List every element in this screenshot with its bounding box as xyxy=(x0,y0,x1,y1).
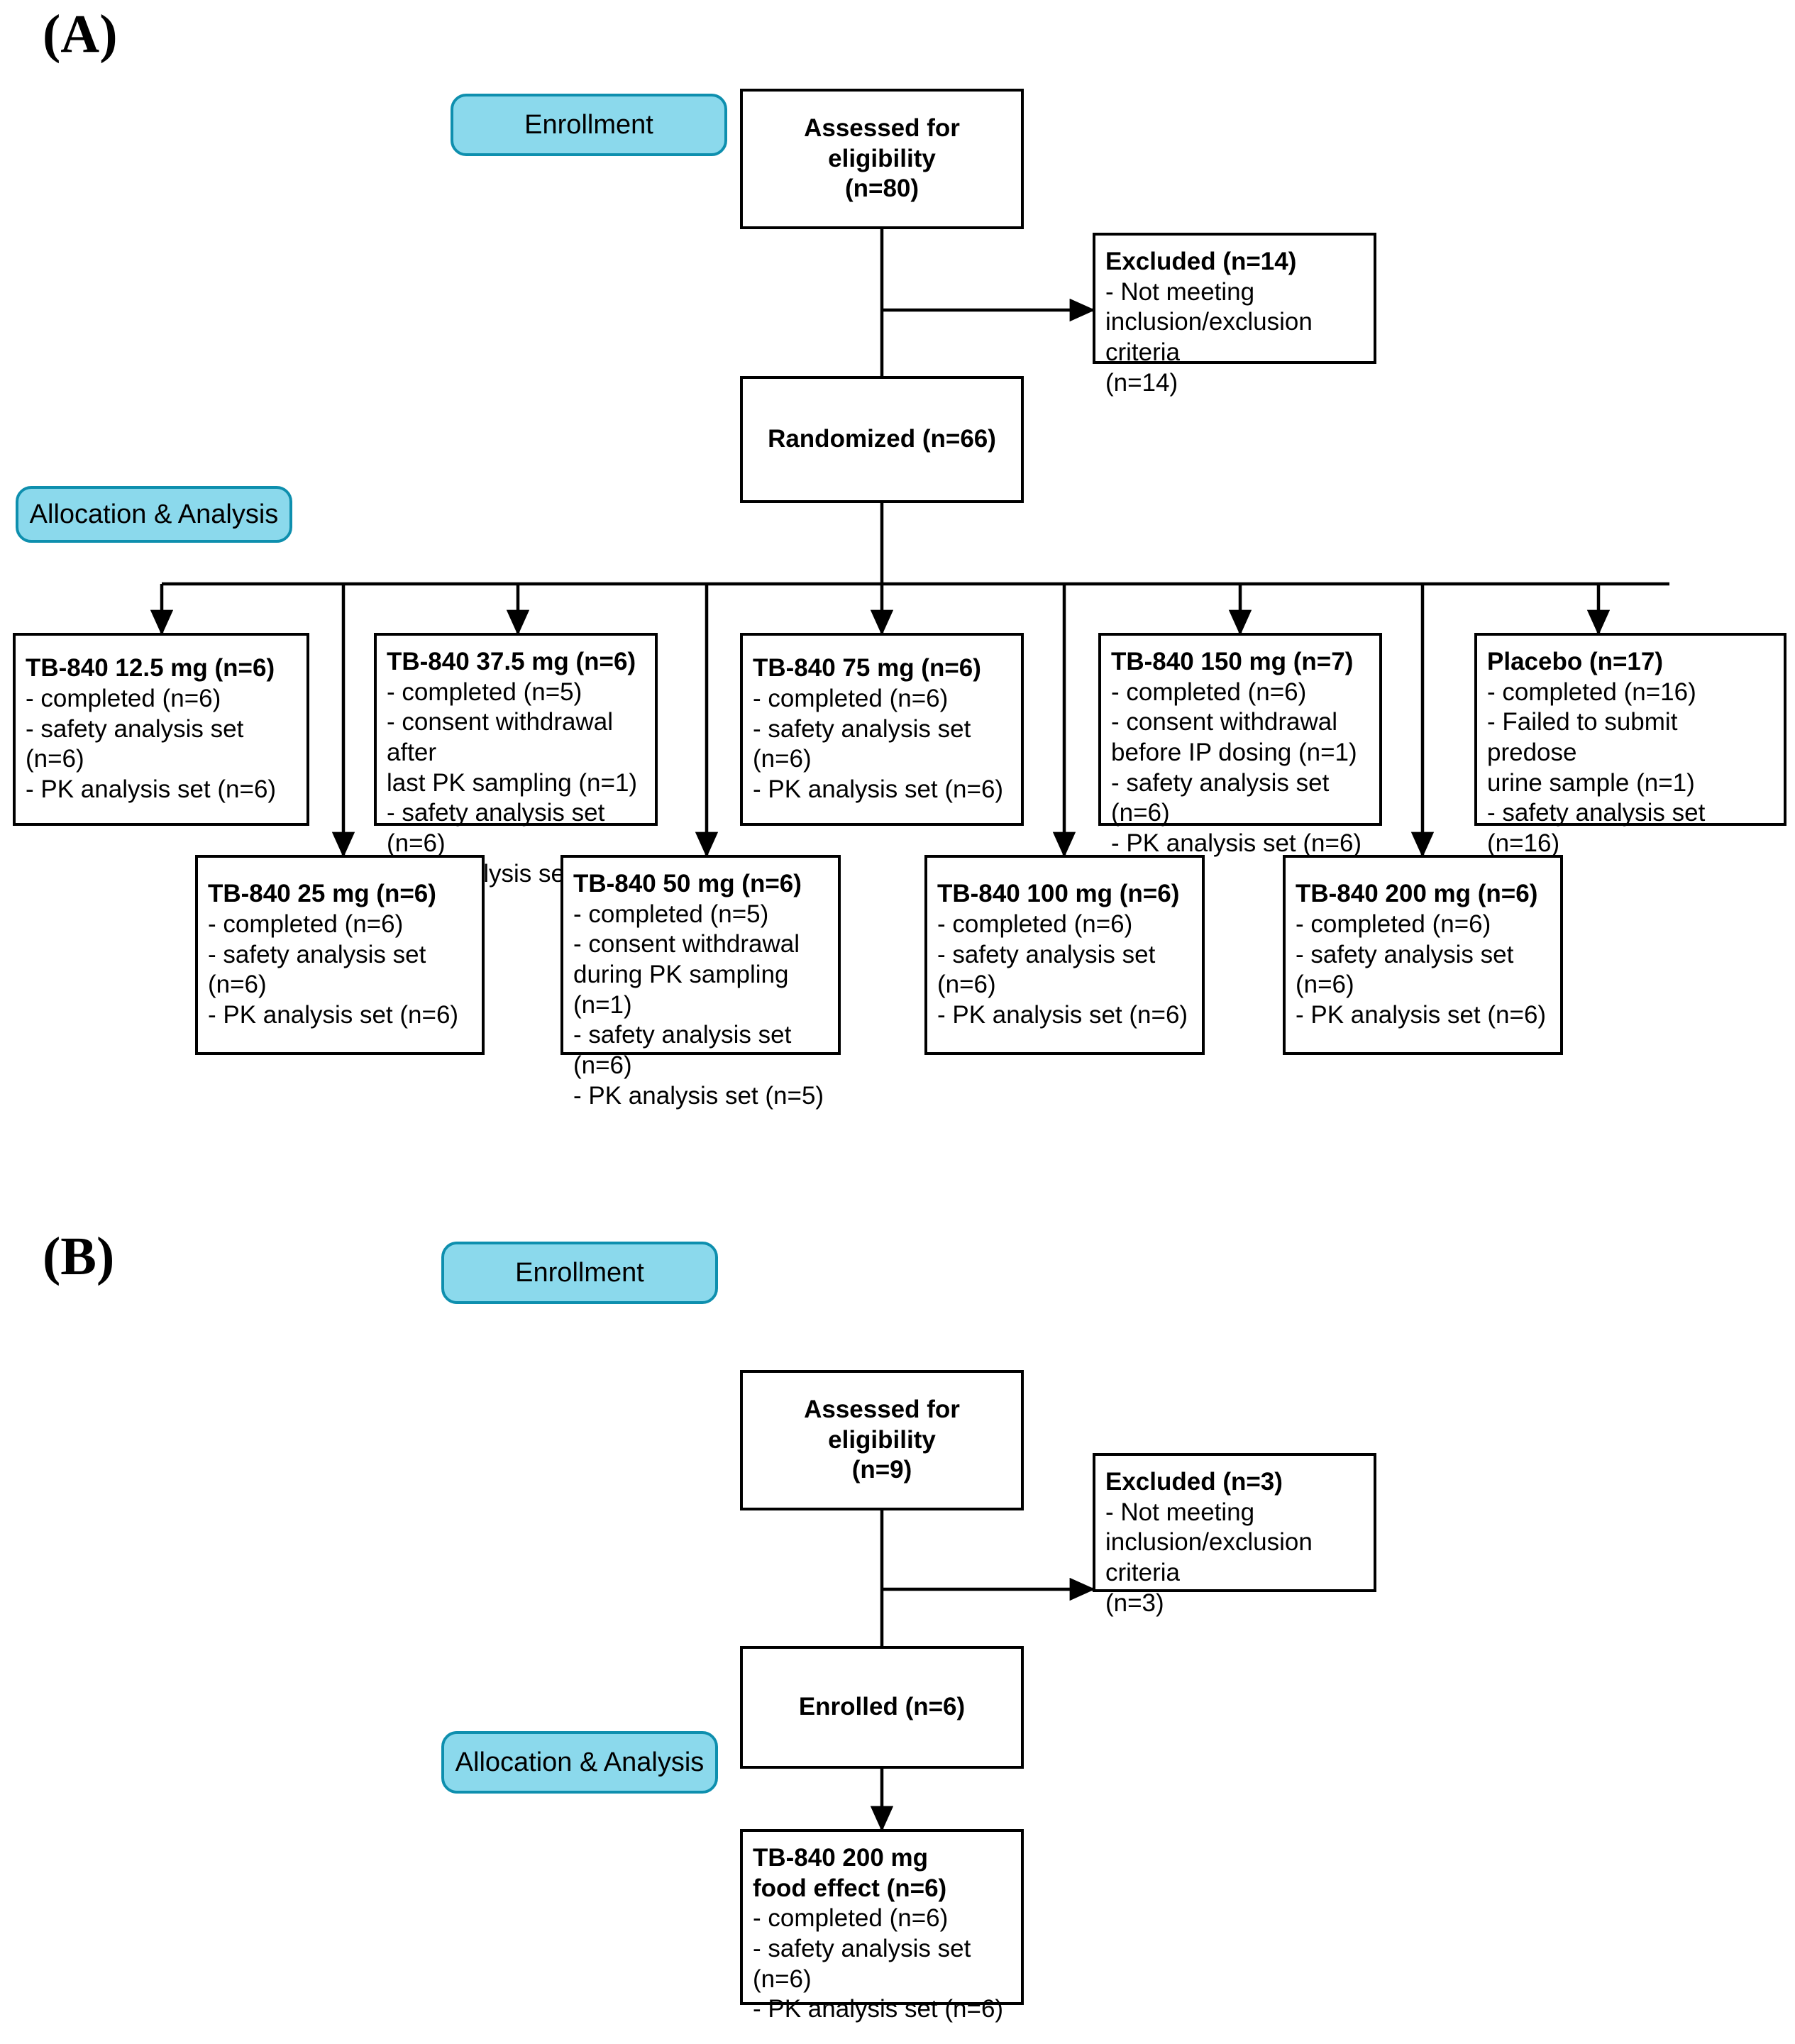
node-arm-food-effect-lines: - completed (n=6) - safety analysis set … xyxy=(753,1904,1004,2023)
node-excluded-a: Excluded (n=14) - Not meeting inclusion/… xyxy=(1093,233,1376,397)
node-arm-tb840-12p5mg-lines: - completed (n=6) - safety analysis set … xyxy=(26,684,277,804)
node-arm-tb840-25mg-title: TB-840 25 mg (n=6) xyxy=(208,880,436,908)
node-arm-tb840-25mg: TB-840 25 mg (n=6) - completed (n=6) - s… xyxy=(195,855,485,1055)
node-arm-placebo-lines: - completed (n=16) - Failed to submit pr… xyxy=(1487,678,1706,858)
node-arm-tb840-200mg: TB-840 200 mg (n=6) - completed (n=6) - … xyxy=(1283,855,1563,1055)
node-arm-tb840-50mg: TB-840 50 mg (n=6) - completed (n=5) - c… xyxy=(560,855,841,1110)
node-arm-tb840-100mg: TB-840 100 mg (n=6) - completed (n=6) - … xyxy=(924,855,1205,1055)
node-arm-tb840-25mg-lines: - completed (n=6) - safety analysis set … xyxy=(208,910,459,1029)
node-arm-food-effect-title: TB-840 200 mg food effect (n=6) xyxy=(753,1844,947,1902)
stage-label-allocation-a: Allocation & Analysis xyxy=(16,486,292,543)
node-excluded-a-title: Excluded (n=14) xyxy=(1105,248,1297,275)
node-assessed-a-title: Assessed for eligibility (n=80) xyxy=(804,114,960,203)
node-arm-tb840-75mg: TB-840 75 mg (n=6) - completed (n=6) - s… xyxy=(740,633,1024,826)
node-randomized-a: Randomized (n=66) xyxy=(740,376,1024,503)
node-arm-tb840-200mg-food-effect: TB-840 200 mg food effect (n=6) - comple… xyxy=(740,1829,1024,2023)
stage-label-allocation-b-text: Allocation & Analysis xyxy=(455,1747,705,1777)
node-assessed-for-eligibility-a: Assessed for eligibility (n=80) xyxy=(740,89,1024,229)
node-arm-tb840-100mg-title: TB-840 100 mg (n=6) xyxy=(937,880,1180,908)
node-arm-tb840-50mg-title: TB-840 50 mg (n=6) xyxy=(573,870,802,897)
node-arm-tb840-100mg-lines: - completed (n=6) - safety analysis set … xyxy=(937,910,1188,1029)
node-excluded-a-lines: - Not meeting inclusion/exclusion criter… xyxy=(1105,277,1313,397)
stage-label-enrollment-b: Enrollment xyxy=(441,1242,718,1304)
panel-a-letter: (A) xyxy=(43,4,118,64)
node-assessed-for-eligibility-b: Assessed for eligibility (n=9) xyxy=(740,1370,1024,1510)
node-randomized-a-title: Randomized (n=66) xyxy=(768,425,996,453)
node-arm-tb840-200mg-lines: - completed (n=6) - safety analysis set … xyxy=(1296,910,1547,1029)
node-enrolled-b-title: Enrolled (n=6) xyxy=(798,1693,966,1721)
node-arm-tb840-37p5mg-title: TB-840 37.5 mg (n=6) xyxy=(387,648,636,675)
stage-label-enrollment-b-text: Enrollment xyxy=(515,1257,644,1288)
stage-label-enrollment-a: Enrollment xyxy=(451,94,727,156)
node-assessed-b-title: Assessed for eligibility (n=9) xyxy=(804,1395,960,1484)
panel-b-letter: (B) xyxy=(43,1227,115,1286)
node-arm-tb840-150mg-title: TB-840 150 mg (n=7) xyxy=(1111,648,1354,675)
stage-label-allocation-b: Allocation & Analysis xyxy=(441,1731,718,1794)
node-arm-tb840-12p5mg: TB-840 12.5 mg (n=6) - completed (n=6) -… xyxy=(13,633,309,826)
node-arm-tb840-12p5mg-title: TB-840 12.5 mg (n=6) xyxy=(26,654,275,683)
node-arm-tb840-37p5mg: TB-840 37.5 mg (n=6) - completed (n=5) -… xyxy=(374,633,658,888)
stage-label-enrollment-a-text: Enrollment xyxy=(524,109,653,140)
node-arm-tb840-150mg-lines: - completed (n=6) - consent withdrawal b… xyxy=(1111,678,1362,858)
node-arm-tb840-200mg-title: TB-840 200 mg (n=6) xyxy=(1296,880,1538,908)
node-excluded-b-title: Excluded (n=3) xyxy=(1105,1468,1283,1496)
node-arm-placebo: Placebo (n=17) - completed (n=16) - Fail… xyxy=(1474,633,1786,857)
node-enrolled-b: Enrolled (n=6) xyxy=(740,1646,1024,1769)
node-arm-placebo-title: Placebo (n=17) xyxy=(1487,648,1664,675)
node-excluded-b-lines: - Not meeting inclusion/exclusion criter… xyxy=(1105,1498,1313,1617)
stage-label-allocation-a-text: Allocation & Analysis xyxy=(29,499,279,529)
node-arm-tb840-150mg: TB-840 150 mg (n=7) - completed (n=6) - … xyxy=(1098,633,1382,857)
node-arm-tb840-50mg-lines: - completed (n=5) - consent withdrawal d… xyxy=(573,900,824,1110)
node-excluded-b: Excluded (n=3) - Not meeting inclusion/e… xyxy=(1093,1453,1376,1617)
node-arm-tb840-75mg-title: TB-840 75 mg (n=6) xyxy=(753,654,981,683)
node-arm-tb840-75mg-lines: - completed (n=6) - safety analysis set … xyxy=(753,684,1004,804)
